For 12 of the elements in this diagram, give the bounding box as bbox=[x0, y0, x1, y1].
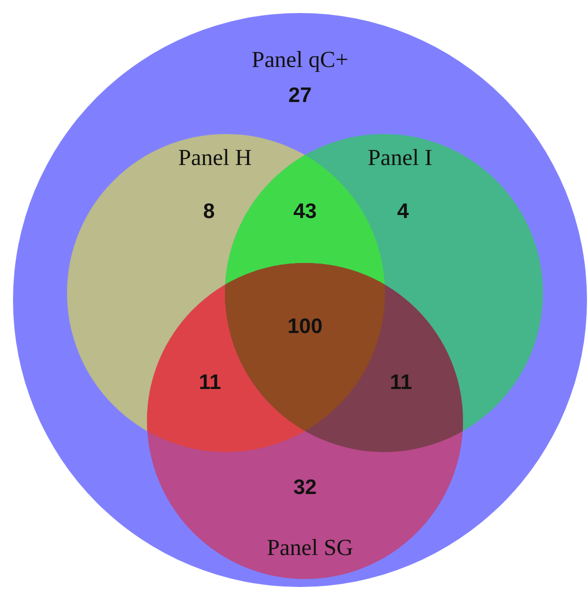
count-label: 100 bbox=[287, 315, 323, 339]
count-label: 4 bbox=[397, 200, 409, 224]
set-label: Panel qC+ bbox=[252, 47, 348, 73]
set-label: Panel SG bbox=[266, 535, 354, 561]
set-label: Panel H bbox=[178, 145, 252, 171]
count-label: 27 bbox=[288, 84, 312, 108]
count-label: 11 bbox=[198, 371, 222, 395]
count-label: 8 bbox=[203, 200, 215, 224]
count-label: 43 bbox=[293, 200, 317, 224]
count-label: 32 bbox=[293, 476, 317, 500]
set-label: Panel I bbox=[368, 145, 432, 171]
count-label: 11 bbox=[390, 371, 412, 395]
